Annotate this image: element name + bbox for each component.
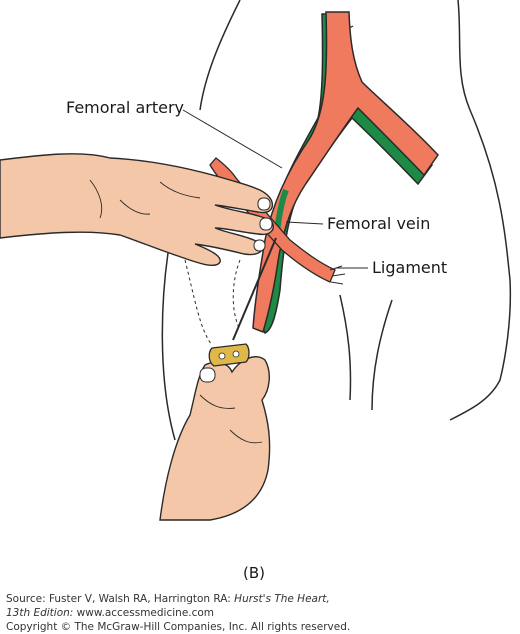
palpating-hand (0, 153, 274, 266)
ligament-label: Ligament (372, 258, 448, 277)
femoral-vein-leader (285, 221, 324, 225)
source-citation: Source: Fuster V, Walsh RA, Harrington R… (6, 592, 350, 634)
copyright-line: Copyright © The McGraw-Hill Companies, I… (6, 621, 351, 633)
panel-label: (B) (243, 564, 265, 582)
femoral-artery-leader (182, 109, 283, 169)
needle-holding-hand (159, 356, 271, 521)
dotted-catheter-path (184, 259, 241, 346)
femoral-artery-label: Femoral artery (66, 98, 185, 117)
source-prefix: Source: Fuster V, Walsh RA, Harrington R… (6, 593, 235, 605)
needle (232, 237, 277, 341)
source-book-title: Hurst's The Heart, (234, 593, 330, 605)
source-website: www.accessmedicine.com (73, 607, 215, 619)
source-line-2: 13th Edition: www.accessmedicine.com (6, 606, 350, 620)
source-edition: 13th Edition: (6, 607, 74, 619)
source-line-1: Source: Fuster V, Walsh RA, Harrington R… (6, 592, 350, 606)
closure-device (208, 343, 250, 367)
inner-thigh-outline (339, 294, 393, 411)
body-outline-left (161, 0, 241, 441)
femoral-vein-label: Femoral vein (327, 214, 431, 233)
body-outline-right (449, 0, 512, 421)
